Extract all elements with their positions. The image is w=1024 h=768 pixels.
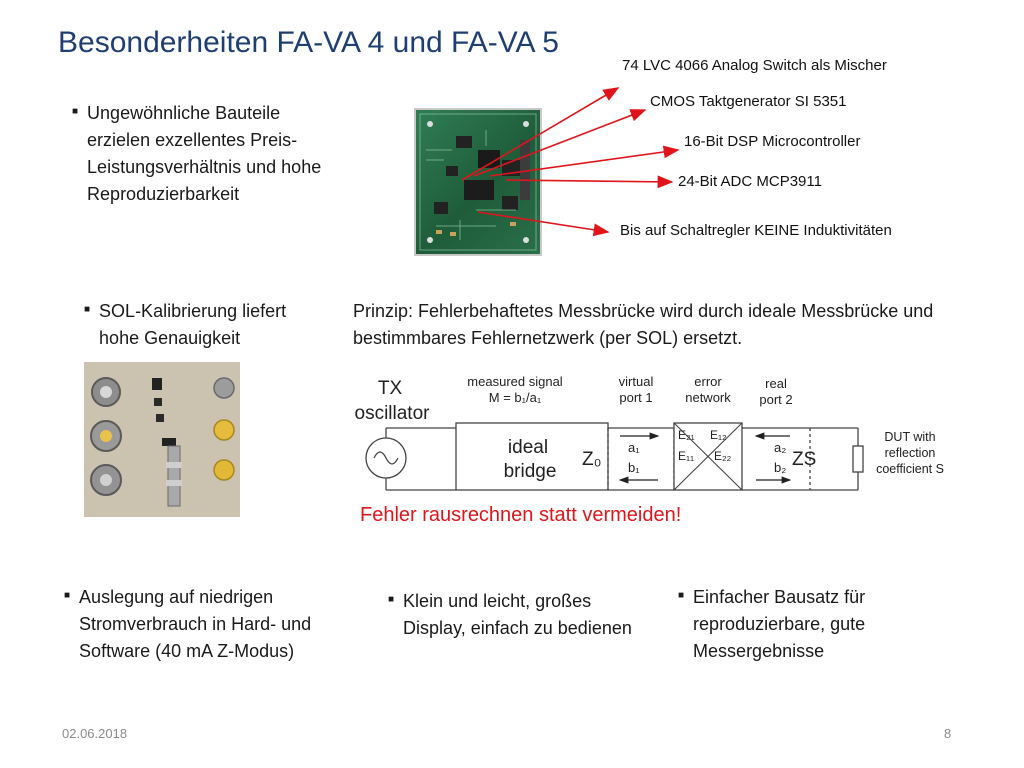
tx-label: TX [378,378,403,399]
conclusion-text: Fehler rausrechnen statt vermeiden! [360,504,682,526]
bullet-text: Einfacher Bausatz für reproduzierbare, g… [693,587,866,661]
e12-label: E₁₂ [710,428,727,442]
callout-switch: 74 LVC 4066 Analog Switch als Mischer [622,57,887,74]
a2-label: a₂ [774,440,786,455]
callout-clock: CMOS Taktgenerator SI 5351 [650,93,847,110]
e21-label: E₂₁ [678,428,695,442]
zs-label: ZS [792,449,816,470]
real-port-number: port 2 [759,392,792,407]
error-network-label2: network [685,390,731,405]
bullet-text: Auslegung auf niedrigen Stromverbrauch i… [79,587,312,661]
callout-adc: 24-Bit ADC MCP3911 [678,173,822,190]
bullet-text: Ungewöhnliche Bauteile erzielen exzellen… [87,103,322,204]
callout-dsp: 16-Bit DSP Microcontroller [684,133,861,150]
b1-label: b₁ [628,460,640,475]
slide-date: 02.06.2018 [62,726,128,741]
bullet-kit: ■ Einfacher Bausatz für reproduzierbare,… [678,584,918,665]
dut-reflection-label: reflection [885,446,936,460]
error-network-label: error [694,374,722,389]
bridge-line1: ideal [508,437,548,458]
bullet-square-icon: ■ [388,594,395,605]
bullet-text: SOL-Kalibrierung liefert hohe Genauigkei… [99,301,287,348]
bullet-square-icon: ■ [678,590,685,601]
dut-coefficient-label: coefficient S [876,462,944,476]
virtual-port-number: port 1 [619,390,652,405]
error-model-diagram: TX oscillator measured signal M = b₁/a₁ … [355,374,944,491]
oscillator-label: oscillator [355,403,431,424]
ideal-bridge-box [455,422,609,491]
b2-label: b₂ [774,460,786,475]
measured-signal-label: measured signal [467,374,562,389]
sol-standards-photo [84,362,240,517]
bridge-line2: bridge [504,461,557,482]
bullet-power: ■ Auslegung auf niedrigen Stromverbrauch… [64,584,354,665]
bullet-square-icon: ■ [64,590,71,601]
dut-label: DUT with [884,430,935,444]
bullet-calibration: ■ SOL-Kalibrierung liefert hohe Genauigk… [84,298,324,352]
bullet-square-icon: ■ [84,304,91,315]
z0-label: Z₀ [582,449,602,470]
pcb-drawing [419,113,537,251]
bullet-size: ■ Klein und leicht, großes Display, einf… [388,588,638,642]
bullet-square-icon: ■ [72,106,79,117]
callout-inductors: Bis auf Schaltregler KEINE Induktivitäte… [620,222,892,239]
virtual-port-label: virtual [619,374,654,389]
slide-title: Besonderheiten FA-VA 4 und FA-VA 5 [58,26,559,59]
e22-label: E₂₂ [714,449,732,463]
measured-formula-label: M = b₁/a₁ [489,390,542,405]
e11-label: E₁₁ [678,449,694,463]
real-port-label: real [765,376,787,391]
slide-number: 8 [944,726,952,741]
dut-resistor-icon [852,445,864,473]
pcb-photo [414,108,542,256]
bullet-components: ■ Ungewöhnliche Bauteile erzielen exzell… [72,100,342,208]
bullet-text: Klein und leicht, großes Display, einfac… [403,591,632,638]
sol-drawing [84,362,240,517]
principle-text: Prinzip: Fehlerbehaftetes Messbrücke wir… [353,301,934,348]
a1-label: a₁ [628,440,640,455]
